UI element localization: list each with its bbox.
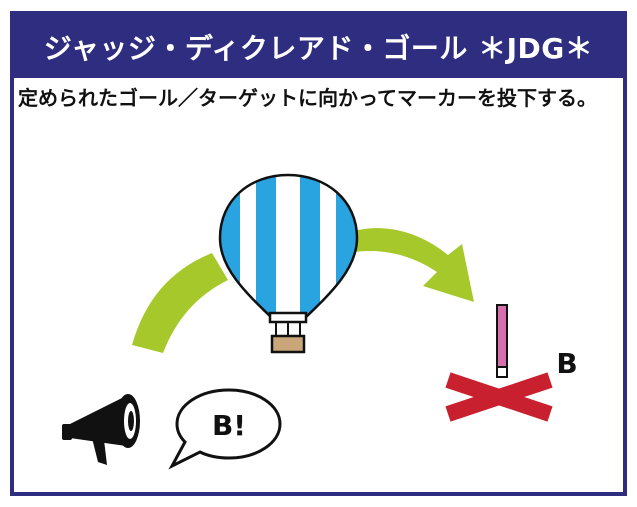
speech-bubble-icon: B! [168, 388, 282, 470]
hot-air-balloon-icon [218, 173, 359, 354]
marker-pole-icon [496, 304, 508, 378]
target-cross-icon [445, 372, 553, 422]
target-label: B [556, 347, 577, 380]
flight-path-arrow-right [350, 228, 474, 302]
rule-description: 定められたゴール／ターゲットに向かってマーカーを投下する。 [18, 86, 597, 110]
flight-path-arrow-left [132, 253, 228, 353]
card-title: ジャッジ・ディクレアド・ゴール ＊JDG＊ [14, 15, 623, 78]
balloon-call-label: B! [212, 409, 246, 442]
megaphone-icon [62, 394, 140, 465]
